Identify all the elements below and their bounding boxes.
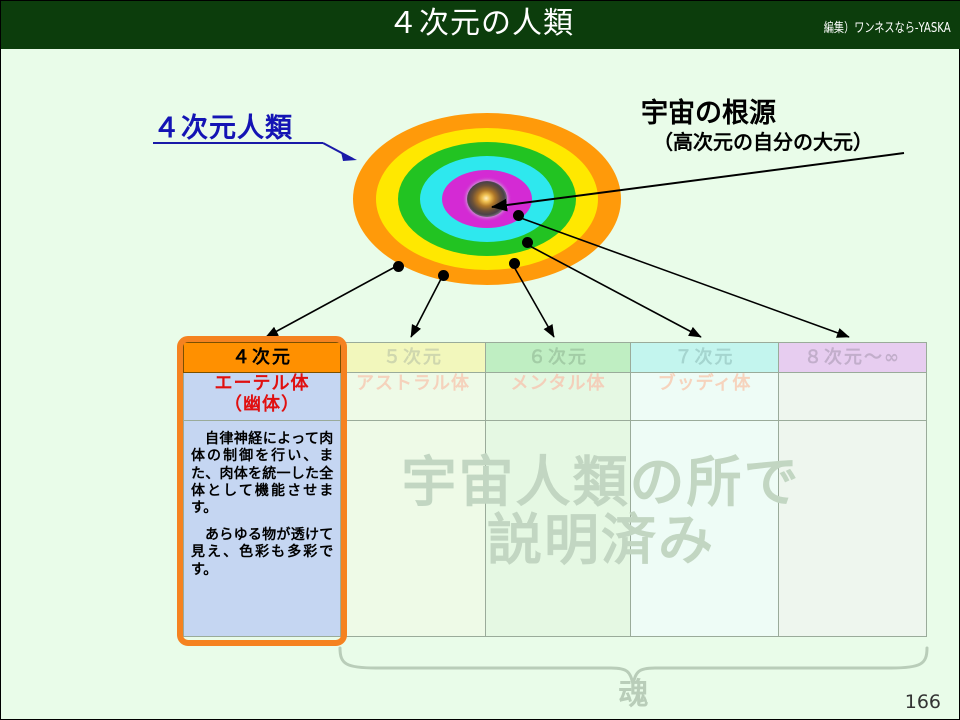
description-cell-7d <box>630 420 779 637</box>
page-title: ４次元の人類 <box>388 6 574 41</box>
soul-brace <box>338 646 929 686</box>
body-name-6d: メンタル体 <box>485 372 631 421</box>
ring-dot-core <box>513 210 524 221</box>
ring-dot-8d <box>522 237 533 248</box>
credit-text: 編集）ワンネスなら-YASKA <box>824 21 951 36</box>
body-name-4d-line2: （幽体） <box>224 394 300 416</box>
description-cell-6d <box>485 420 631 637</box>
body-name-4d: エーテル体 （幽体） <box>183 372 341 421</box>
description-cell-5d <box>340 420 486 637</box>
description-paragraph-1: 自律神経によって肉体の制御を行い、また、肉体を統一した全体として機能させます。 <box>191 431 333 517</box>
table-row-body-names: エーテル体 （幽体） アストラル体 メンタル体 ブッディ体 <box>183 372 927 421</box>
arrow-dot-to-header-6d <box>410 276 443 338</box>
body-name-8d <box>778 372 927 421</box>
soul-label: 魂 <box>618 677 649 712</box>
header-cell-4d[interactable]: ４次元 <box>183 342 341 373</box>
header-cell-6d[interactable]: ６次元 <box>485 342 631 373</box>
description-cell-8d <box>778 420 927 637</box>
body-name-4d-line1: エーテル体 <box>214 373 310 394</box>
description-cell-4d: 自律神経によって肉体の制御を行い、また、肉体を統一した全体として機能させます。 … <box>183 420 341 637</box>
arrow-label-to-ring <box>322 142 357 161</box>
ring-dot-5d <box>393 261 404 272</box>
label-fourth-dimension-humans: ４次元人類 <box>153 113 293 144</box>
label-underline <box>153 142 323 144</box>
header-cell-7d[interactable]: ７次元 <box>630 342 779 373</box>
description-text-4d: 自律神経によって肉体の制御を行い、また、肉体を統一した全体として機能させます。 … <box>184 421 340 579</box>
header-cell-5d[interactable]: ５次元 <box>340 342 486 373</box>
ring-dot-7d <box>509 258 520 269</box>
label-cosmic-source: 宇宙の根源 <box>641 98 776 129</box>
ring-dot-6d <box>438 270 449 281</box>
header-cell-8d[interactable]: ８次元〜∞ <box>778 342 927 373</box>
body-name-5d: アストラル体 <box>340 372 486 421</box>
title-bar: ４次元の人類 編集）ワンネスなら-YASKA <box>1 1 960 49</box>
label-cosmic-source-subtitle: （高次元の自分の大元） <box>653 130 873 154</box>
table-row-headers: ４次元 ５次元 ６次元 ７次元 ８次元〜∞ <box>183 342 927 373</box>
page-number: 166 <box>904 691 941 713</box>
body-name-7d: ブッディ体 <box>630 372 779 421</box>
description-paragraph-2: あらゆる物が透けて見え、色彩も多彩です。 <box>191 526 333 578</box>
table-row-descriptions: 自律神経によって肉体の制御を行い、また、肉体を統一した全体として機能させます。 … <box>183 420 927 637</box>
galaxy-core-icon <box>467 181 507 217</box>
dimension-table: ４次元 ５次元 ６次元 ７次元 ８次元〜∞ エーテル体 （幽体） アストラル体 … <box>183 342 927 637</box>
concentric-rings-diagram <box>353 113 621 285</box>
